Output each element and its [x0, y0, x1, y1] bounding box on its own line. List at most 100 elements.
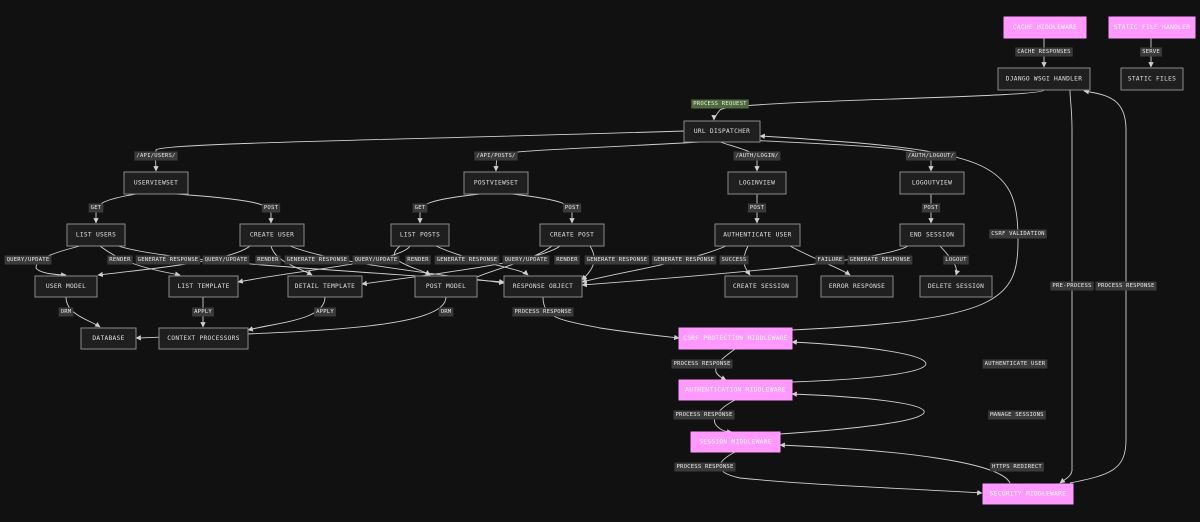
edge-usermodel-database [65, 296, 101, 328]
svg-text:POSTVIEWSET: POSTVIEWSET [474, 180, 518, 187]
svg-text:AUTHENTICATE USER: AUTHENTICATE USER [985, 361, 1046, 367]
node-session-middleware[interactable]: SESSION MIDDLEWARE [690, 431, 781, 453]
svg-text:PROCESS REQUEST: PROCESS REQUEST [693, 101, 747, 107]
edge-label: POST [261, 203, 281, 213]
edge-label: PROCESS REQUEST [691, 99, 749, 109]
svg-text:QUERY/UPDATE: QUERY/UPDATE [205, 257, 248, 263]
node-user-model[interactable]: USER MODEL [34, 275, 98, 298]
svg-text:APPLY: APPLY [194, 309, 212, 315]
edge-label: RENDER [255, 255, 281, 265]
node-loginview[interactable]: LOGINVIEW [727, 171, 787, 195]
node-create-post[interactable]: CREATE POST [539, 223, 605, 247]
svg-text:RENDER: RENDER [257, 257, 279, 263]
svg-text:POST: POST [264, 205, 279, 211]
node-response-object[interactable]: RESPONSE OBJECT [503, 275, 583, 298]
node-list-posts[interactable]: LIST POSTS [390, 223, 450, 247]
node-create-user[interactable]: CREATE USER [239, 223, 305, 247]
edge-label: RENDER [107, 255, 133, 265]
svg-text:END SESSION: END SESSION [910, 232, 954, 239]
node-list-template[interactable]: LIST TEMPLATE [168, 275, 239, 298]
node-csrf-protection-middleware[interactable]: CSRF PROTECTION MIDDLEWARE [678, 327, 793, 350]
edge-postviewset-listposts [417, 193, 481, 224]
svg-text:AUTHENTICATE USER: AUTHENTICATE USER [723, 232, 791, 239]
edge-wsgi-securitymw [1059, 89, 1073, 484]
svg-text:CREATE POST: CREATE POST [550, 232, 594, 239]
svg-text:GENERATE RESPONSE: GENERATE RESPONSE [654, 257, 715, 263]
edge-listposts-listtemplate [237, 245, 411, 284]
svg-text:QUERY/UPDATE: QUERY/UPDATE [355, 257, 398, 263]
svg-text:AUTHENTICATION MIDDLEWARE: AUTHENTICATION MIDDLEWARE [685, 387, 786, 394]
svg-text:USERVIEWSET: USERVIEWSET [134, 180, 178, 187]
svg-text:FAILURE: FAILURE [818, 257, 843, 263]
node-authentication-middleware[interactable]: AUTHENTICATION MIDDLEWARE [678, 379, 793, 401]
svg-text:CSRF VALIDATION: CSRF VALIDATION [991, 231, 1045, 237]
svg-text:URL DISPATCHER: URL DISPATCHER [694, 128, 750, 135]
node-context-processors[interactable]: CONTEXT PROCESSORS [158, 327, 249, 350]
edge-wsgi-url [711, 89, 1045, 121]
edge-label: MANAGE SESSIONS [988, 410, 1046, 420]
node-security-middleware[interactable]: SECURITY MIDDLEWARE [982, 483, 1074, 505]
node-static-file-handler[interactable]: STATIC FILE HANDLER [1108, 16, 1196, 39]
node-list-users[interactable]: LIST USERS [66, 223, 126, 247]
svg-text:CONTEXT PROCESSORS: CONTEXT PROCESSORS [167, 335, 239, 342]
node-postviewset[interactable]: POSTVIEWSET [463, 171, 529, 195]
svg-text:SUCCESS: SUCCESS [722, 257, 747, 263]
edge-label: GENERATE RESPONSE [847, 255, 913, 265]
svg-text:LIST POSTS: LIST POSTS [400, 232, 440, 239]
node-create-session[interactable]: CREATE SESSION [724, 275, 798, 298]
node-end-session[interactable]: END SESSION [899, 223, 965, 247]
node-database[interactable]: DATABASE [80, 327, 137, 350]
node-url-dispatcher[interactable]: URL DISPATCHER [683, 120, 761, 143]
svg-text:GENERATE RESPONSE: GENERATE RESPONSE [287, 257, 348, 263]
svg-text:MANAGE SESSIONS: MANAGE SESSIONS [990, 412, 1044, 418]
svg-text:GENERATE RESPONSE: GENERATE RESPONSE [138, 257, 199, 263]
edge-label: /API/USERS/ [134, 151, 178, 161]
edge-label: FAILURE [815, 255, 845, 265]
edge-csrf-url [759, 133, 1019, 331]
edge-authmw-csrf [791, 339, 927, 383]
edge-label: PRE-PROCESS [1050, 281, 1094, 291]
svg-text:POST: POST [924, 205, 939, 211]
edge-authuser-response [581, 245, 727, 284]
edge-createpost-detailtemplate [361, 245, 561, 287]
edge-label: /API/POSTS/ [474, 151, 518, 161]
edge-label: POST [921, 203, 941, 213]
edge-label: POST [747, 203, 767, 213]
edge-label: GET [88, 203, 104, 213]
edge-label: /AUTH/LOGIN/ [733, 151, 781, 161]
edge-label: PROCESS RESPONSE [674, 462, 736, 472]
svg-text:DETAIL TEMPLATE: DETAIL TEMPLATE [295, 283, 355, 290]
node-django-wsgi-handler[interactable]: DJANGO WSGI HANDLER [997, 67, 1091, 91]
edge-label: GENERATE RESPONSE [284, 255, 350, 265]
svg-text:/API/USERS/: /API/USERS/ [136, 153, 175, 159]
svg-text:QUERY/UPDATE: QUERY/UPDATE [7, 257, 50, 263]
node-logoutview[interactable]: LOGOUTVIEW [899, 171, 965, 195]
edge-label: PROCESS RESPONSE [671, 359, 733, 369]
svg-text:CACHE MIDDLEWARE: CACHE MIDDLEWARE [1013, 24, 1077, 31]
edge-labels: CACHE RESPONSES SERVE PROCESS REQUEST /A… [4, 47, 1162, 472]
edge-createuser-usermodel [97, 245, 251, 278]
svg-text:QUERY/UPDATE: QUERY/UPDATE [505, 257, 548, 263]
node-authenticate-user[interactable]: AUTHENTICATE USER [714, 223, 801, 247]
node-post-model[interactable]: POST MODEL [414, 275, 478, 298]
node-userviewset[interactable]: USERVIEWSET [123, 171, 189, 195]
edge-label: /AUTH/LOGOUT/ [905, 151, 957, 161]
edge-label: APPLY [192, 307, 214, 317]
node-static-files[interactable]: STATIC FILES [1120, 67, 1184, 91]
svg-text:CREATE USER: CREATE USER [250, 232, 294, 239]
svg-text:/AUTH/LOGIN/: /AUTH/LOGIN/ [736, 153, 779, 159]
edge-label: ORM [58, 307, 74, 317]
edge-label: GENERATE RESPONSE [434, 255, 500, 265]
node-cache-middleware[interactable]: CACHE MIDDLEWARE [1003, 16, 1087, 39]
edge-label: HTTPS REDIRECT [990, 462, 1044, 472]
node-delete-session[interactable]: DELETE SESSION [919, 275, 993, 298]
edge-label: SERVE [1140, 47, 1162, 57]
edge-userviewset-createuser [175, 193, 274, 224]
node-detail-template[interactable]: DETAIL TEMPLATE [287, 275, 363, 298]
node-error-response[interactable]: ERROR RESPONSE [820, 275, 894, 298]
svg-text:ORM: ORM [441, 309, 452, 315]
edge-label: RENDER [405, 255, 431, 265]
edge-label: QUERY/UPDATE [502, 255, 550, 265]
edge-csrf-authmw [715, 348, 736, 381]
